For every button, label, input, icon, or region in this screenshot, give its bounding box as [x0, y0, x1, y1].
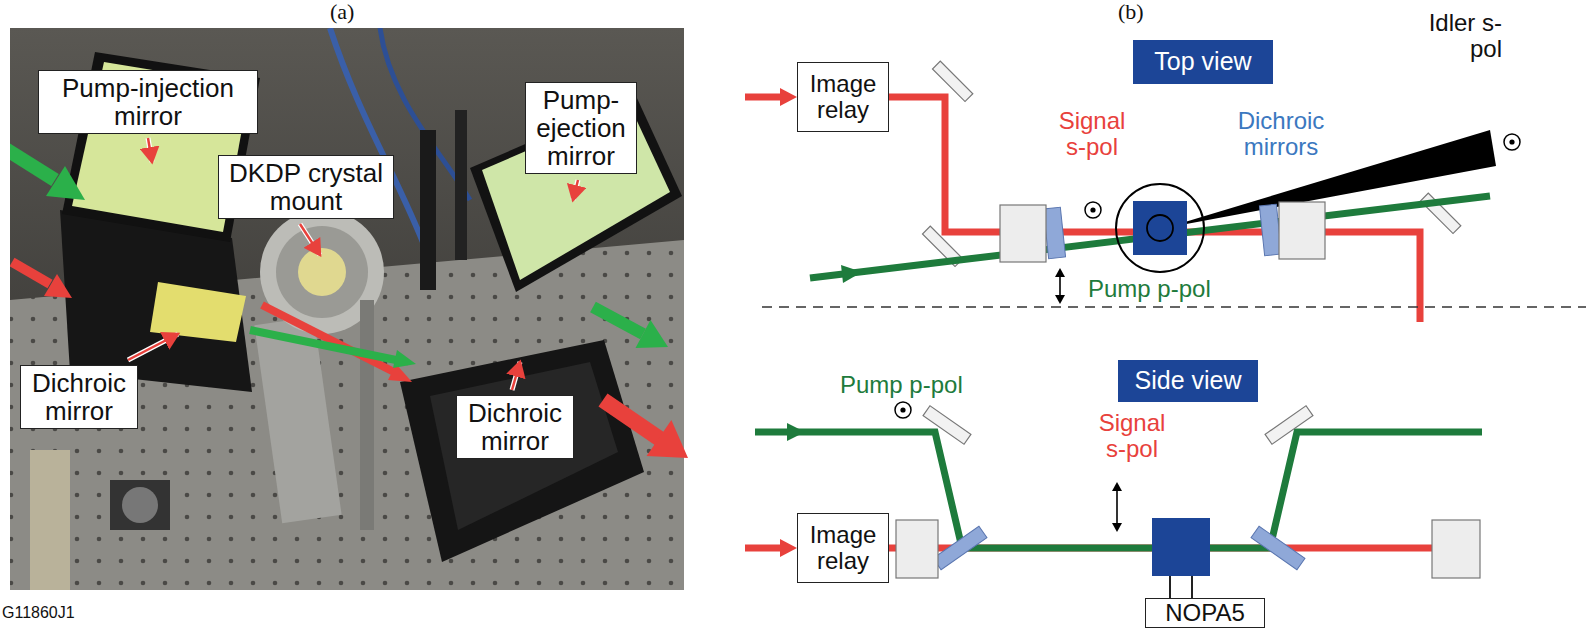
photo-callout-box: Dichroic mirror — [20, 365, 138, 429]
view-title-box: Top view — [1133, 40, 1273, 84]
image-relay-box: Image relay — [797, 513, 889, 583]
photo-callout-box: Pump-ejection mirror — [525, 82, 637, 174]
box-text: NOPA5 — [1165, 600, 1245, 626]
box-text: Image relay — [802, 522, 884, 575]
leader-arrows — [128, 138, 578, 390]
figure-id: G11860J1 — [2, 604, 75, 622]
beam-arrow — [603, 400, 660, 439]
box-text: Image relay — [802, 71, 884, 124]
top-view-schematic — [745, 61, 1520, 322]
component-label: Dichroic mirrors — [1222, 108, 1340, 161]
lens-block — [896, 520, 938, 578]
beam-arrow — [636, 320, 669, 348]
beam-label: Pump p-pol — [840, 372, 963, 398]
side-view-schematic — [745, 402, 1482, 598]
beam-arrow — [647, 420, 688, 458]
box-text: Dichroic mirror — [463, 399, 567, 455]
box-text: Pump-injection mirror — [45, 74, 251, 130]
beam-label: Signal s-pol — [1090, 410, 1174, 463]
box-text: Top view — [1154, 48, 1251, 76]
beam-label: Idler s-pol — [1412, 10, 1502, 63]
photo-callout-box: DKDP crystal mount — [218, 155, 394, 219]
box-text: Dichroic mirror — [27, 369, 131, 425]
box-text: DKDP crystal mount — [225, 159, 387, 215]
image-relay-box: Image relay — [797, 62, 889, 132]
photo — [10, 28, 684, 590]
panel-label: (a) — [330, 0, 354, 24]
view-title-box: Side view — [1118, 360, 1258, 402]
box-text: Pump-ejection mirror — [532, 86, 630, 170]
box-text: Side view — [1135, 367, 1242, 395]
beam-label: Pump p-pol — [1088, 276, 1211, 302]
photo-callout-box: Pump-injection mirror — [38, 70, 258, 134]
stage-box: NOPA5 — [1145, 598, 1265, 628]
panel-label: (b) — [1118, 0, 1144, 24]
beam-label: Signal s-pol — [1050, 108, 1134, 161]
photo-callout-box: Dichroic mirror — [456, 395, 574, 459]
divider — [762, 306, 1586, 308]
